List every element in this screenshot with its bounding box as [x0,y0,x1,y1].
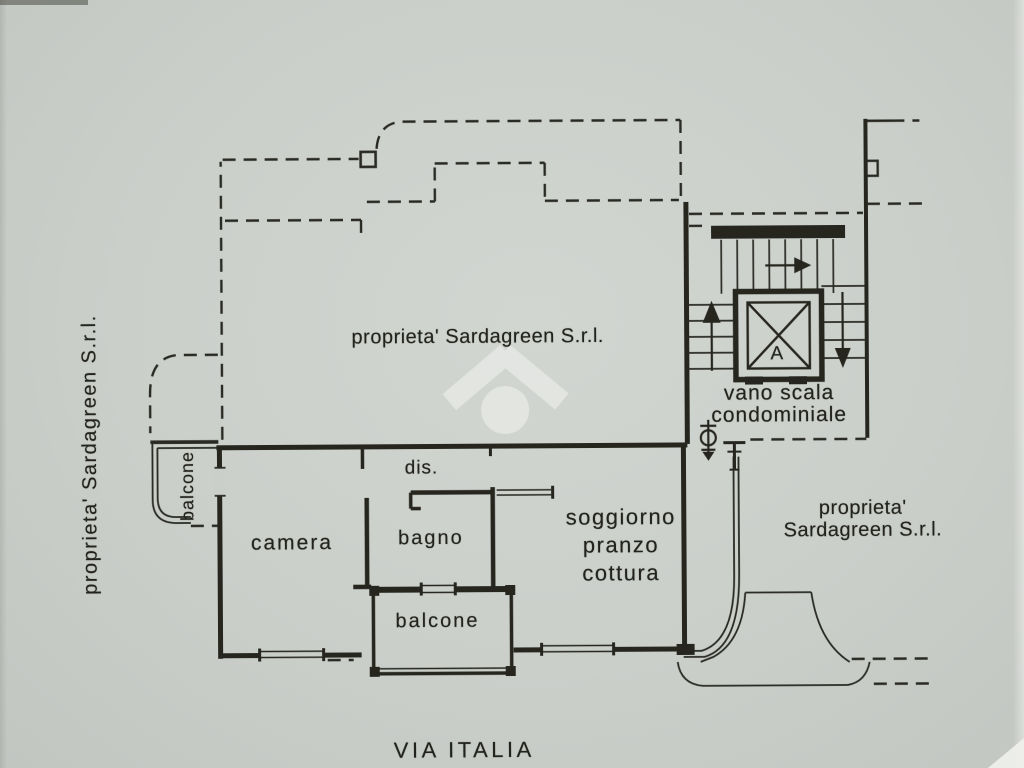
stairs-up-arrow-icon [702,300,721,371]
owner-label-right: proprieta' Sardagreen S.r.l. [783,496,943,542]
owner-right-line-2: Sardagreen S.r.l. [783,518,943,542]
elevator-x-icon [746,301,811,370]
entrance-door-symbol [699,419,717,461]
side-balcony-door-gap [213,466,226,497]
elevator-feet [744,376,808,385]
terrace-outlines [676,456,871,687]
living-line-1: soggiorno [565,504,676,530]
scan-edge-right [1013,0,1024,768]
scan-edge-left [0,0,7,768]
side-balcony-parapet [150,440,219,524]
overhang-dashed-outline [148,118,936,685]
living-line-2: pranzo [582,532,660,558]
living-line-3: cottura [582,560,661,586]
stair-landing-bar [711,224,846,239]
room-label-camera: camera [250,531,334,555]
street-label: VIA ITALIA [393,736,535,763]
owner-right-line-1: proprieta' [818,496,907,520]
elevator-cab [746,300,812,370]
wall-fills [369,224,846,677]
owner-label-center: proprieta' Sardagreen S.r.l. [351,324,604,349]
owner-label-left: proprieta' Sardagreen S.r.l. [78,314,102,595]
scan-edge-dark [0,0,88,5]
room-label-soggiorno: soggiorno pranzo cottura [566,503,677,588]
balcony-label-front: balcone [395,609,480,633]
room-label-dis: dis. [404,457,439,479]
elevator-letter: A [770,343,784,365]
entrance-threshold-symbol [723,441,746,471]
corner-pillar [676,643,695,655]
stairwell-line-2: condominiale [711,402,848,427]
stairwell-line-1: vano scala [723,381,835,405]
stairs-right-arrow-icon [765,257,812,274]
elevator-shaft [732,288,825,383]
balcony-label-side: balcone [176,450,198,522]
house-watermark-icon [442,344,569,435]
stairwell-label: vano scala condominiale [711,381,848,427]
room-label-bagno: bagno [398,526,464,550]
stairs-down-arrow-icon [834,291,851,368]
